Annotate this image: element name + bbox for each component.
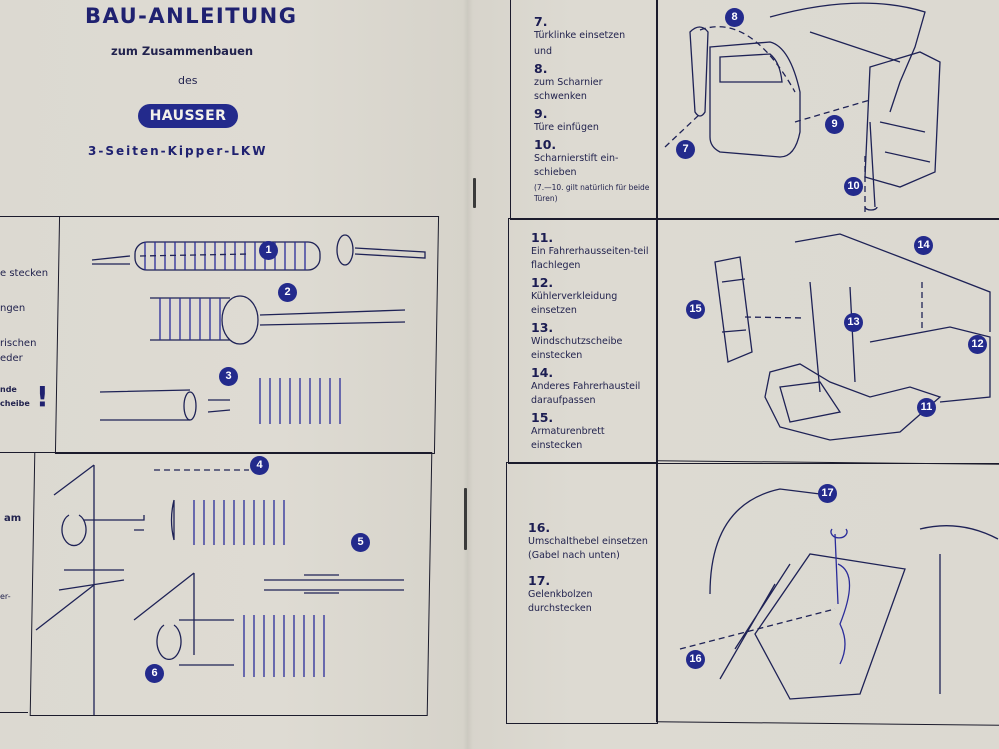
cut-text: e stecken: [0, 268, 49, 279]
step-text: Türklinke einsetzen: [534, 30, 626, 41]
step-text: Ein Fahrerhausseiten-teil flachlegen: [531, 246, 649, 271]
step-badge: 12: [968, 335, 987, 354]
step-badge: 15: [686, 300, 705, 319]
step-badge: 14: [914, 236, 933, 255]
left-page: BAU-ANLEITUNG zum Zusammenbauen des HAUS…: [0, 0, 468, 749]
step-badge: 10: [844, 177, 863, 196]
door-illustration: [664, 2, 941, 212]
step-note: (7.—10. gilt natürlich für beide Türen): [534, 183, 650, 203]
hausser-logo: HAUSSER: [138, 104, 238, 128]
step-text: Anderes Fahrerhausteil daraufpassen: [531, 381, 641, 406]
divider-line: [0, 712, 28, 713]
step-number: 9.: [534, 106, 548, 121]
step-badge: 17: [818, 484, 837, 503]
staple: [473, 178, 476, 208]
spring-illustration: [91, 234, 426, 424]
model-name: 3-Seiten-Kipper-LKW: [88, 144, 268, 158]
step-badge: 7: [676, 140, 695, 159]
step-number: 16.: [528, 520, 551, 535]
step-badge: 1: [259, 241, 278, 260]
illustration-box-2: [656, 218, 999, 464]
step-number: 12.: [531, 275, 554, 290]
cut-text: am: [4, 513, 22, 524]
step-number: 8.: [534, 61, 548, 76]
booklet-spine: [463, 0, 473, 749]
steps-box-1: [510, 0, 658, 220]
cut-text: eder: [0, 353, 23, 364]
hook-illustration: [35, 464, 404, 715]
steps-box-3: [506, 462, 658, 724]
step-text: und: [534, 46, 553, 57]
step-badge: 2: [278, 283, 297, 302]
cut-text: er-: [0, 592, 11, 601]
step-badge: 8: [725, 8, 744, 27]
step-badge: 6: [145, 664, 164, 683]
cut-text: rischen: [0, 338, 37, 349]
article-text: des: [178, 74, 198, 87]
step-text: zum Scharnier schwenken: [534, 77, 603, 102]
steps-list-2: 11. Ein Fahrerhausseiten-teil flachlegen…: [531, 230, 653, 455]
right-page: 7. Türklinke einsetzen und 8. zum Scharn…: [468, 0, 999, 749]
step-badge: 13: [844, 313, 863, 332]
warning-exclamation: !: [36, 380, 49, 413]
step-text: Türe einfügen: [534, 122, 599, 133]
lever-illustration: [679, 488, 999, 700]
step-badge: 4: [250, 456, 269, 475]
step-badge: 11: [917, 398, 936, 417]
divider-line: [0, 452, 52, 453]
document-subtitle: zum Zusammenbauen: [111, 44, 254, 58]
steps-list-1: 7. Türklinke einsetzen und 8. zum Scharn…: [534, 14, 654, 204]
step-badge: 5: [351, 533, 370, 552]
step-number: 11.: [531, 230, 554, 245]
step-number: 13.: [531, 320, 554, 335]
step-number: 10.: [534, 137, 557, 152]
step-number: 7.: [534, 14, 548, 29]
step-text: Armaturenbrett einstecken: [531, 426, 605, 451]
step-number: 15.: [531, 410, 554, 425]
illustration-box-1: [656, 0, 999, 220]
steps-box-2: [508, 218, 658, 464]
cab-illustration: [714, 233, 991, 441]
cut-text: ngen: [0, 303, 26, 314]
step-text: Windschutzscheibe einstecken: [531, 336, 623, 361]
step-badge: 3: [219, 367, 238, 386]
step-text: Gelenkbolzen durchstecken: [528, 589, 593, 614]
staple: [464, 488, 467, 550]
cut-text: nde: [0, 385, 17, 394]
steps-list-3: 16. Umschalthebel einsetzen (Gabel nach …: [528, 520, 653, 618]
step-badge: 9: [825, 115, 844, 134]
cut-text: cheibe: [0, 399, 30, 408]
step-text: Kühlerverkleidung einsetzen: [531, 291, 618, 316]
step-number: 17.: [528, 573, 551, 588]
step-number: 14.: [531, 365, 554, 380]
step-text: Scharnierstift ein-schieben: [534, 153, 619, 178]
divider-line: [0, 216, 72, 217]
step-text: Umschalthebel einsetzen (Gabel nach unte…: [528, 536, 648, 561]
step-badge: 16: [686, 650, 705, 669]
document-title: BAU-ANLEITUNG: [85, 4, 298, 28]
